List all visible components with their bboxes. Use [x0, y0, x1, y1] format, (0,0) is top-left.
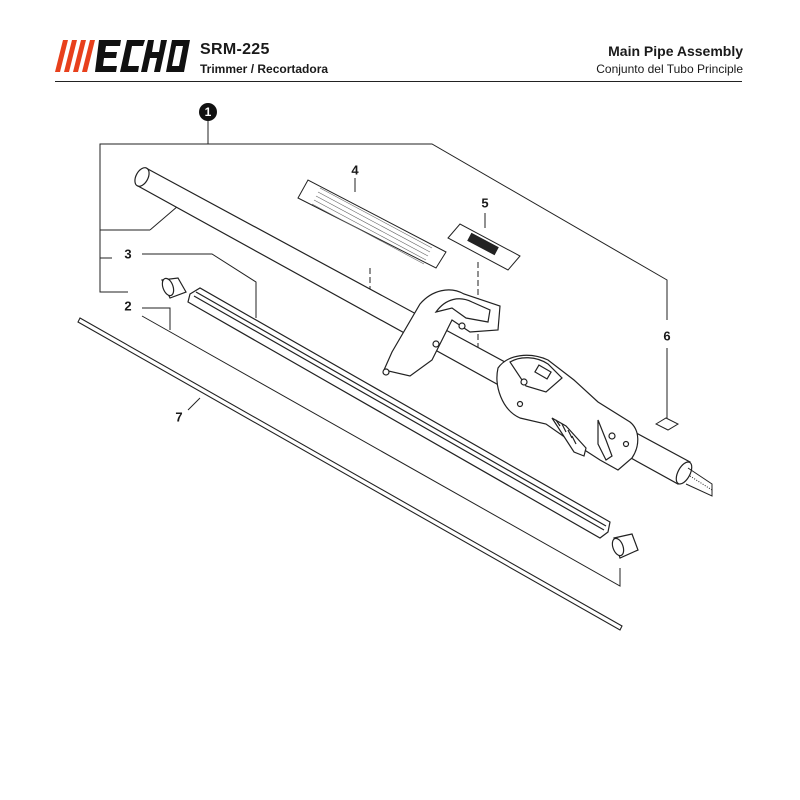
callout-2: 2: [124, 298, 132, 314]
bushing-bottom: [611, 533, 639, 559]
leader-line-1: [99, 120, 209, 293]
leader-line-3: [142, 253, 257, 318]
callout-5: 5: [481, 195, 489, 211]
page-header: SRM-225 Trimmer / Recortadora Main Pipe …: [0, 0, 800, 82]
leader-line-2: [142, 307, 171, 330]
leader-line-1-pipe-b: [149, 205, 179, 231]
flex-shaft-end: [685, 467, 713, 497]
echo-decal: [447, 223, 521, 271]
leader-line-7: [187, 397, 201, 411]
liner: [187, 287, 611, 539]
echo-logo: [55, 40, 190, 72]
callout-3: 3: [124, 246, 132, 262]
assembly-title: Main Pipe Assembly: [608, 43, 743, 59]
callout-4: 4: [351, 162, 359, 178]
warning-label: [297, 179, 447, 269]
loop-handle: [382, 289, 501, 377]
assembly-subtitle: Conjunto del Tubo Principle: [596, 62, 743, 76]
small-label: [654, 417, 680, 431]
throttle-housing: [496, 354, 639, 471]
bushing-top: [161, 277, 187, 299]
header-divider: [55, 81, 742, 82]
callout-1-bubble: 1: [199, 103, 217, 121]
callout-7: 7: [175, 409, 183, 425]
callout-6: 6: [663, 328, 671, 344]
model-subtitle: Trimmer / Recortadora: [200, 62, 329, 76]
model-number: SRM-225: [200, 41, 270, 58]
leader-line-2-b: [141, 315, 621, 587]
leader-line-1-right: [208, 143, 668, 320]
drive-shaft: [77, 317, 623, 631]
